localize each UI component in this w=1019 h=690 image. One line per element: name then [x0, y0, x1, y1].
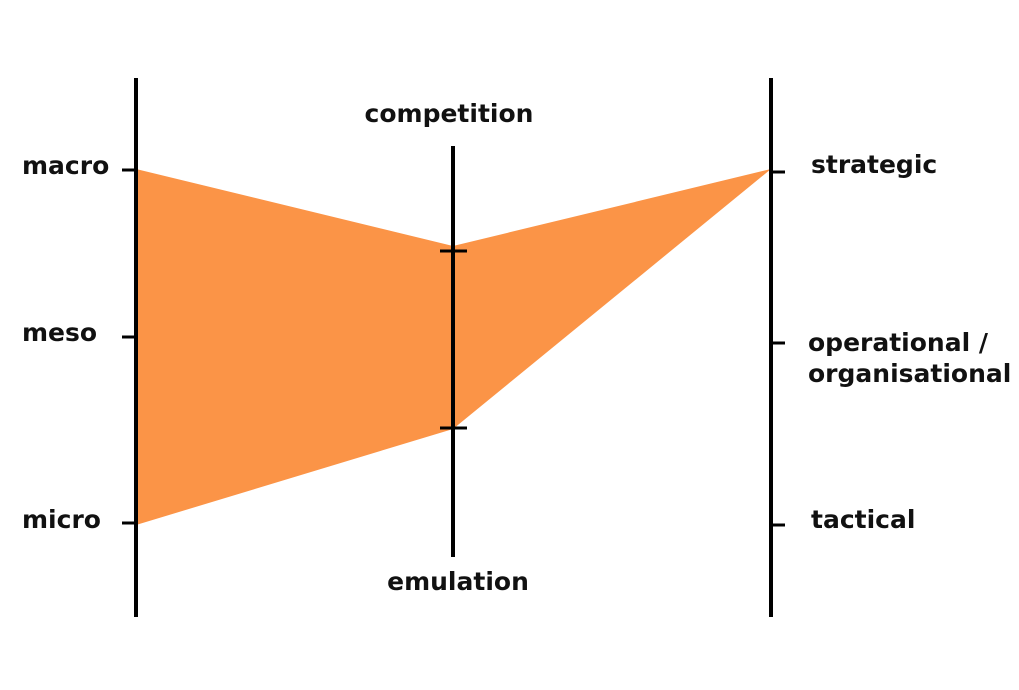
label-meso: meso — [22, 318, 97, 347]
label-strategic: strategic — [811, 150, 937, 179]
label-tactical: tactical — [811, 505, 915, 534]
label-emulation: emulation — [387, 567, 529, 596]
label-micro: micro — [22, 505, 101, 534]
label-organisational: organisational — [808, 359, 1011, 388]
label-macro: macro — [22, 151, 109, 180]
label-operational: operational / — [808, 328, 989, 357]
label-competition: competition — [365, 99, 534, 128]
